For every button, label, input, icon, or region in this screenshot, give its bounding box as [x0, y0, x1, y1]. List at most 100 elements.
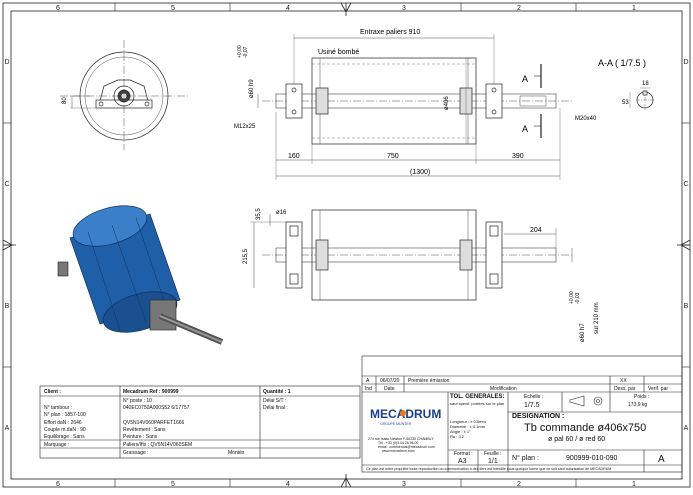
- feuille-value: 1/1: [488, 458, 498, 465]
- zone-label-b-right: B: [684, 303, 689, 310]
- dim-m12: M12x25: [234, 124, 256, 130]
- poids-value: 173,9 kg: [628, 402, 648, 408]
- company-web: www.mecadrum.com: [382, 449, 415, 453]
- isometric-view: [57, 205, 224, 345]
- poste: N° poste : 10: [123, 398, 152, 404]
- dim-shaft-end-tol: ø60 h7: [580, 323, 586, 342]
- rev-description: Première émission: [408, 378, 450, 384]
- rev-by: XX: [620, 378, 627, 384]
- zone-label-5-bottom: 5: [171, 481, 175, 488]
- echelle-label: Echelle :: [524, 394, 544, 400]
- peinture: Peinture : Sans: [123, 434, 158, 440]
- zone-label-2-bottom: 2: [517, 481, 521, 488]
- tol-angle: Angle : ± 1°: [450, 429, 471, 434]
- tol-title: TOL. GENERALES:: [450, 394, 505, 400]
- quantite: Quantité : 1: [263, 389, 291, 395]
- note-usine-bombe: Usiné bombé: [318, 49, 359, 56]
- tol-ra: Ra : 3.2: [450, 434, 465, 439]
- end-view: [60, 40, 190, 150]
- zone-label-d: D: [4, 59, 9, 66]
- zone-label-4-bottom: 4: [286, 481, 290, 488]
- company-address: 274 rue Isaac Newton F-60230 CHAMBLY: [368, 437, 434, 441]
- dim-215-5: 215,5: [243, 248, 249, 264]
- section-mark-bottom: A: [522, 124, 528, 134]
- effort: Effort daN : 2646: [44, 420, 82, 426]
- dim-204: 204: [530, 227, 542, 234]
- footer-notice: Ce plan est notre propriété toute reprod…: [366, 467, 612, 471]
- montes: Montés: [228, 450, 245, 456]
- dim-hole-16: ø16: [276, 210, 287, 216]
- dim-section-53: 53: [622, 100, 629, 106]
- equilibrage: Equilibrage : Sans: [44, 434, 85, 440]
- plan-revision: A: [658, 454, 665, 465]
- dim-shaft-tol-lower: -0,07: [243, 46, 249, 58]
- zone-label-1: 1: [632, 5, 636, 12]
- paliers: Paliers/Ifts : QV5N14V060SEM: [123, 442, 193, 448]
- dim-m20: M20x40: [575, 116, 597, 122]
- tol-diametre: Diametre : ± 0.1mm: [450, 424, 486, 429]
- format-label: Format :: [454, 451, 473, 457]
- designation-label: DESIGNATION :: [512, 413, 565, 420]
- centering-marks: [2, 2, 691, 488]
- delai-final: Délai final :: [263, 405, 288, 411]
- mecadrum-logo: MECADRUM GROUPE MÜNTER: [370, 407, 441, 426]
- company-email: email : commercial@mecadrum.com: [378, 445, 435, 449]
- title-block-frame: [39, 355, 683, 473]
- rev-header-dess: Dess. par: [614, 386, 636, 392]
- dim-entraxe: Entraxe paliers 910: [360, 29, 420, 36]
- zone-label-3: 3: [402, 5, 406, 12]
- zone-label-1-bottom: 1: [632, 481, 636, 488]
- zone-label-c-right: C: [683, 181, 688, 188]
- delai-st: Délai S/T :: [263, 398, 287, 404]
- echelle-value: 1/7.5: [524, 402, 540, 409]
- tambour: N° tambour :: [44, 405, 73, 411]
- zone-label-6-bottom: 6: [56, 481, 60, 488]
- format-value: A3: [458, 458, 467, 465]
- company-tel: Tél : +33 (0)3.44.26.96.00: [378, 441, 419, 445]
- logo-tagline: GROUPE MÜNTER: [380, 422, 412, 426]
- plan-number: 900999-010-090: [566, 455, 618, 462]
- zone-label-b: B: [5, 303, 10, 310]
- dim-shaft-end-upper: +0,00: [569, 291, 575, 304]
- zone-label-c: C: [4, 181, 9, 188]
- rev-index: A: [366, 378, 370, 384]
- section-mark-top: A: [522, 74, 528, 84]
- designation: Tb commande ø406x750: [524, 422, 647, 434]
- marquage: Marquage :: [44, 442, 70, 448]
- zone-labels: 6 5 4 3 2 1 6 5 4 3 2 1 D C B A D C B A: [4, 5, 688, 488]
- couple: Couple m.daN : 90: [44, 427, 86, 433]
- section-title: A-A ( 1/7.5 ): [598, 58, 646, 68]
- rev-header-ind: Ind: [365, 386, 372, 392]
- plan-client: N° plan : 1857-100: [44, 412, 86, 418]
- subdesignation: ø pal 60 / ø red 60: [548, 436, 606, 443]
- dim-drum-diameter: ø406: [444, 96, 450, 110]
- tol-subtitle: sauf specif. portées sur le plan: [450, 401, 505, 406]
- zone-label-d-right: D: [683, 59, 688, 66]
- dim-shaft-tol: ø60 h9: [249, 79, 255, 98]
- rev-header-verif: Verif. par: [648, 386, 669, 392]
- zone-label-6: 6: [56, 5, 60, 12]
- revetement: Revêtement : Sans: [123, 427, 166, 433]
- mecadrum-ref: Mecadrum Ref : 900999: [123, 389, 179, 395]
- zone-label-a-right: A: [684, 425, 689, 432]
- feuille-label: Feuille :: [484, 451, 502, 457]
- dim-35-5: 35,5: [256, 208, 262, 220]
- zone-label-3-bottom: 3: [402, 481, 406, 488]
- front-elevation: [257, 34, 654, 180]
- dim-750: 750: [387, 153, 399, 160]
- dim-160: 160: [288, 153, 300, 160]
- dim-shaft-tol-upper: +0,00: [237, 45, 243, 58]
- dim-390: 390: [512, 153, 524, 160]
- tol-longueur: Longueur : ± 0.5mm: [450, 419, 486, 424]
- dim-1300: (1300): [410, 169, 430, 176]
- dim-80: 80: [62, 97, 68, 104]
- client-label: Client :: [44, 389, 61, 395]
- poids-label: Poids :: [634, 394, 650, 400]
- code-1: 040EC0750A000S52 6/17757: [123, 405, 190, 411]
- plan-view: [250, 209, 573, 301]
- rev-date: 06/07/20: [380, 378, 400, 384]
- zone-label-4: 4: [286, 5, 290, 12]
- rev-header-modif: Modification: [490, 386, 517, 392]
